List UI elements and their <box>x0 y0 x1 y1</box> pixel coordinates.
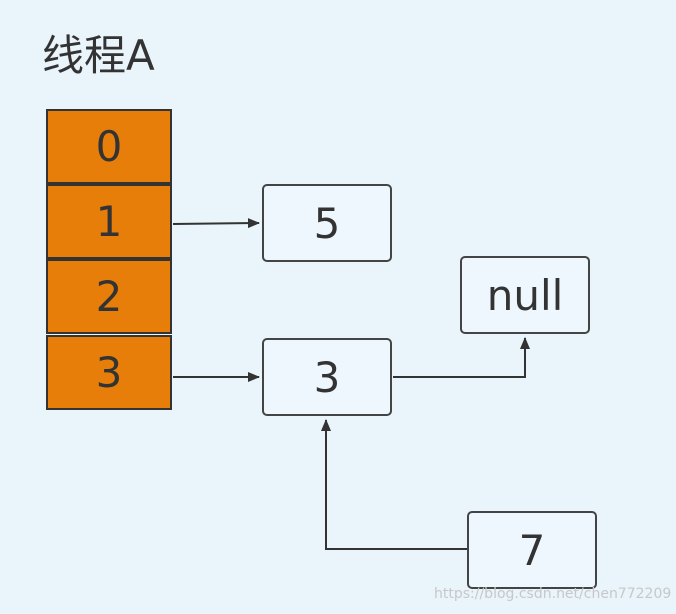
array-cell-3: 3 <box>46 335 172 410</box>
node-3: 3 <box>262 338 392 416</box>
array-cell-1: 1 <box>46 184 172 259</box>
node-7: 7 <box>467 511 597 589</box>
arrow-node-7-to-node-3 <box>321 419 467 550</box>
array-cell-0: 0 <box>46 109 172 184</box>
arrow-1-to-5 <box>172 218 260 229</box>
watermark: https://blog.csdn.net/chen772209 <box>434 586 672 602</box>
node-null: null <box>460 256 590 334</box>
array-cell-2: 2 <box>46 259 172 334</box>
arrow-node-3-to-null <box>393 337 530 378</box>
node-5: 5 <box>262 184 392 262</box>
diagram-title: 线程A <box>42 31 155 80</box>
